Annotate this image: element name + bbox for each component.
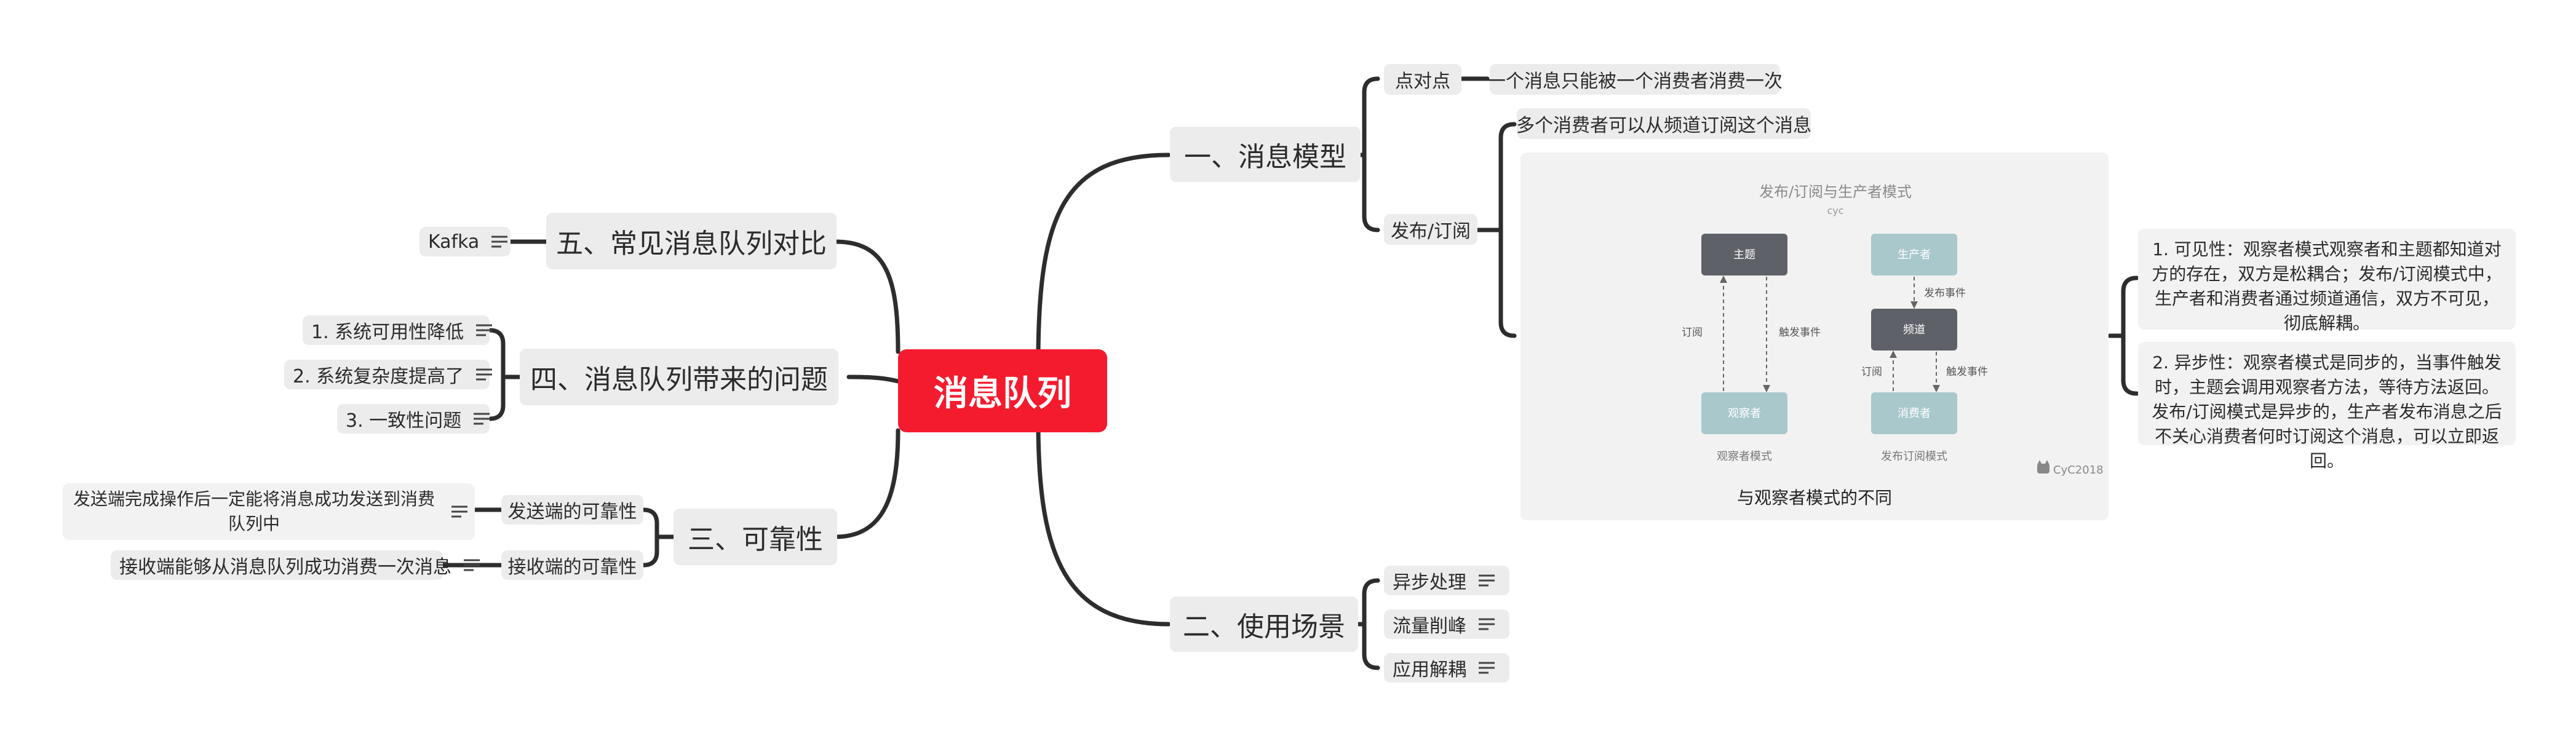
pubsub-vs-observer-figure[interactable]: 发布/订阅与生产者模式 cyc 主题 观察者 订阅 触发事件 观察者模式 生产者… [1521, 153, 2109, 520]
leaf-receiver-desc[interactable]: 接收端能够从消息队列成功消费一次消息 [111, 550, 480, 580]
notes-icon[interactable] [1477, 574, 1496, 587]
subtopic-p2p[interactable]: 点对点 [1384, 64, 1461, 95]
leaf-label: Kafka [428, 231, 480, 253]
central-topic[interactable]: 消息队列 [898, 349, 1107, 432]
subtopic-label: 发送端的可靠性 [507, 501, 637, 523]
subject-label: 主题 [1733, 248, 1755, 261]
main-topic-mq-problems[interactable]: 四、消息队列带来的问题 [520, 349, 838, 405]
leaf-label: 1. 系统可用性降低 [311, 322, 464, 343]
leaf-consistency[interactable]: 3. 一致性问题 [337, 404, 490, 434]
figure-subtitle: cyc [1827, 205, 1843, 216]
notes-icon[interactable] [490, 235, 509, 248]
note-async[interactable]: 2. 异步性：观察者模式是同步的，当事件触发时，主题会调用观察者方法，等待方法返… [2138, 342, 2516, 471]
leaf-decoupling[interactable]: 应用解耦 [1384, 653, 1509, 683]
note-text: 2. 异步性：观察者模式是同步的，当事件触发时，主题会调用观察者方法，等待方法返… [2152, 352, 2502, 471]
notes-icon[interactable] [463, 558, 481, 572]
leaf-label: 多个消费者可以从频道订阅这个消息 [1516, 115, 1811, 137]
main-topic-use-cases[interactable]: 二、使用场景 [1170, 596, 1358, 652]
subscribe-label: 订阅 [1682, 327, 1703, 339]
subtopic-pubsub[interactable]: 发布/订阅 [1384, 214, 1477, 245]
producer-box [1871, 234, 1957, 275]
subtopic-sender-reliability[interactable]: 发送端的可靠性 [501, 495, 643, 525]
subtopic-label: 接收端的可靠性 [507, 557, 637, 578]
notes-icon[interactable] [450, 505, 469, 518]
leaf-p2p-desc[interactable]: 一个消息只能被一个消费者消费一次 [1487, 64, 1783, 95]
leaf-label: 异步处理 [1393, 572, 1466, 593]
channel-box [1871, 309, 1957, 351]
notes-icon[interactable] [475, 368, 493, 381]
main-topic-label: 二、使用场景 [1183, 611, 1345, 643]
leaf-sender-desc[interactable]: 发送端完成操作后一定能将消息成功发送到消费队列中 [63, 483, 475, 540]
main-topic-reliability[interactable]: 三、可靠性 [674, 509, 837, 565]
main-topic-label: 五、常见消息队列对比 [556, 228, 827, 260]
leaf-complexity[interactable]: 2. 系统复杂度提高了 [284, 360, 493, 389]
publish-label: 发布事件 [1924, 287, 1966, 299]
subtopic-label: 点对点 [1395, 71, 1450, 92]
leaf-label: 一个消息只能被一个消费者消费一次 [1487, 71, 1783, 92]
notes-icon[interactable] [475, 323, 493, 337]
leaf-label: 接收端能够从消息队列成功消费一次消息 [119, 557, 451, 578]
leaf-label: 发送端完成操作后一定能将消息成功发送到消费队列中 [73, 489, 435, 534]
main-topic-label: 一、消息模型 [1184, 141, 1346, 173]
leaf-availability[interactable]: 1. 系统可用性降低 [303, 315, 493, 345]
leaf-kafka[interactable]: Kafka [419, 227, 511, 256]
channel-label: 频道 [1903, 323, 1925, 336]
main-topic-mq-comparison[interactable]: 五、常见消息队列对比 [546, 213, 837, 269]
cat-logo-icon [2037, 460, 2049, 474]
subscribe-label-2: 订阅 [1861, 366, 1882, 378]
figure-drawing: 发布/订阅与生产者模式 cyc 主题 观察者 订阅 触发事件 观察者模式 生产者… [1682, 183, 2104, 477]
leaf-async[interactable]: 异步处理 [1384, 566, 1509, 595]
notes-icon[interactable] [1477, 661, 1496, 675]
notes-icon[interactable] [472, 412, 491, 426]
figure-title: 发布/订阅与生产者模式 [1759, 183, 1912, 200]
watermark-label: CyC2018 [2053, 464, 2104, 477]
pubsub-pattern-label: 发布订阅模式 [1881, 450, 1947, 463]
note-visibility[interactable]: 1. 可见性：观察者模式观察者和主题都知道对方的存在，双方是松耦合；发布/订阅模… [2138, 229, 2516, 333]
main-topic-label: 三、可靠性 [688, 524, 823, 555]
producer-label: 生产者 [1898, 248, 1931, 261]
observer-label: 观察者 [1728, 407, 1761, 420]
subtopic-receiver-reliability[interactable]: 接收端的可靠性 [501, 550, 643, 580]
subject-box [1701, 234, 1787, 275]
consumer-label: 消费者 [1898, 407, 1931, 420]
main-topic-message-model[interactable]: 一、消息模型 [1170, 127, 1361, 182]
note-text: 1. 可见性：观察者模式观察者和主题都知道对方的存在，双方是松耦合；发布/订阅模… [2152, 239, 2502, 333]
observer-box [1701, 392, 1787, 434]
leaf-label: 应用解耦 [1393, 659, 1466, 681]
subtopic-label: 发布/订阅 [1390, 221, 1471, 242]
trigger-label: 触发事件 [1779, 327, 1821, 339]
leaf-label: 2. 系统复杂度提高了 [293, 366, 464, 387]
observer-pattern-label: 观察者模式 [1717, 450, 1772, 463]
trigger-label-2: 触发事件 [1946, 366, 1988, 378]
leaf-pubsub-desc[interactable]: 多个消费者可以从频道订阅这个消息 [1516, 108, 1811, 139]
main-topic-label: 四、消息队列带来的问题 [530, 364, 828, 395]
figure-caption: 与观察者模式的不同 [1736, 488, 1892, 508]
leaf-label: 流量削峰 [1393, 616, 1466, 637]
leaf-peak-shaving[interactable]: 流量削峰 [1384, 609, 1509, 639]
central-topic-label: 消息队列 [934, 374, 1071, 414]
leaf-label: 3. 一致性问题 [346, 410, 462, 432]
consumer-box [1871, 392, 1957, 434]
notes-icon[interactable] [1477, 617, 1496, 631]
